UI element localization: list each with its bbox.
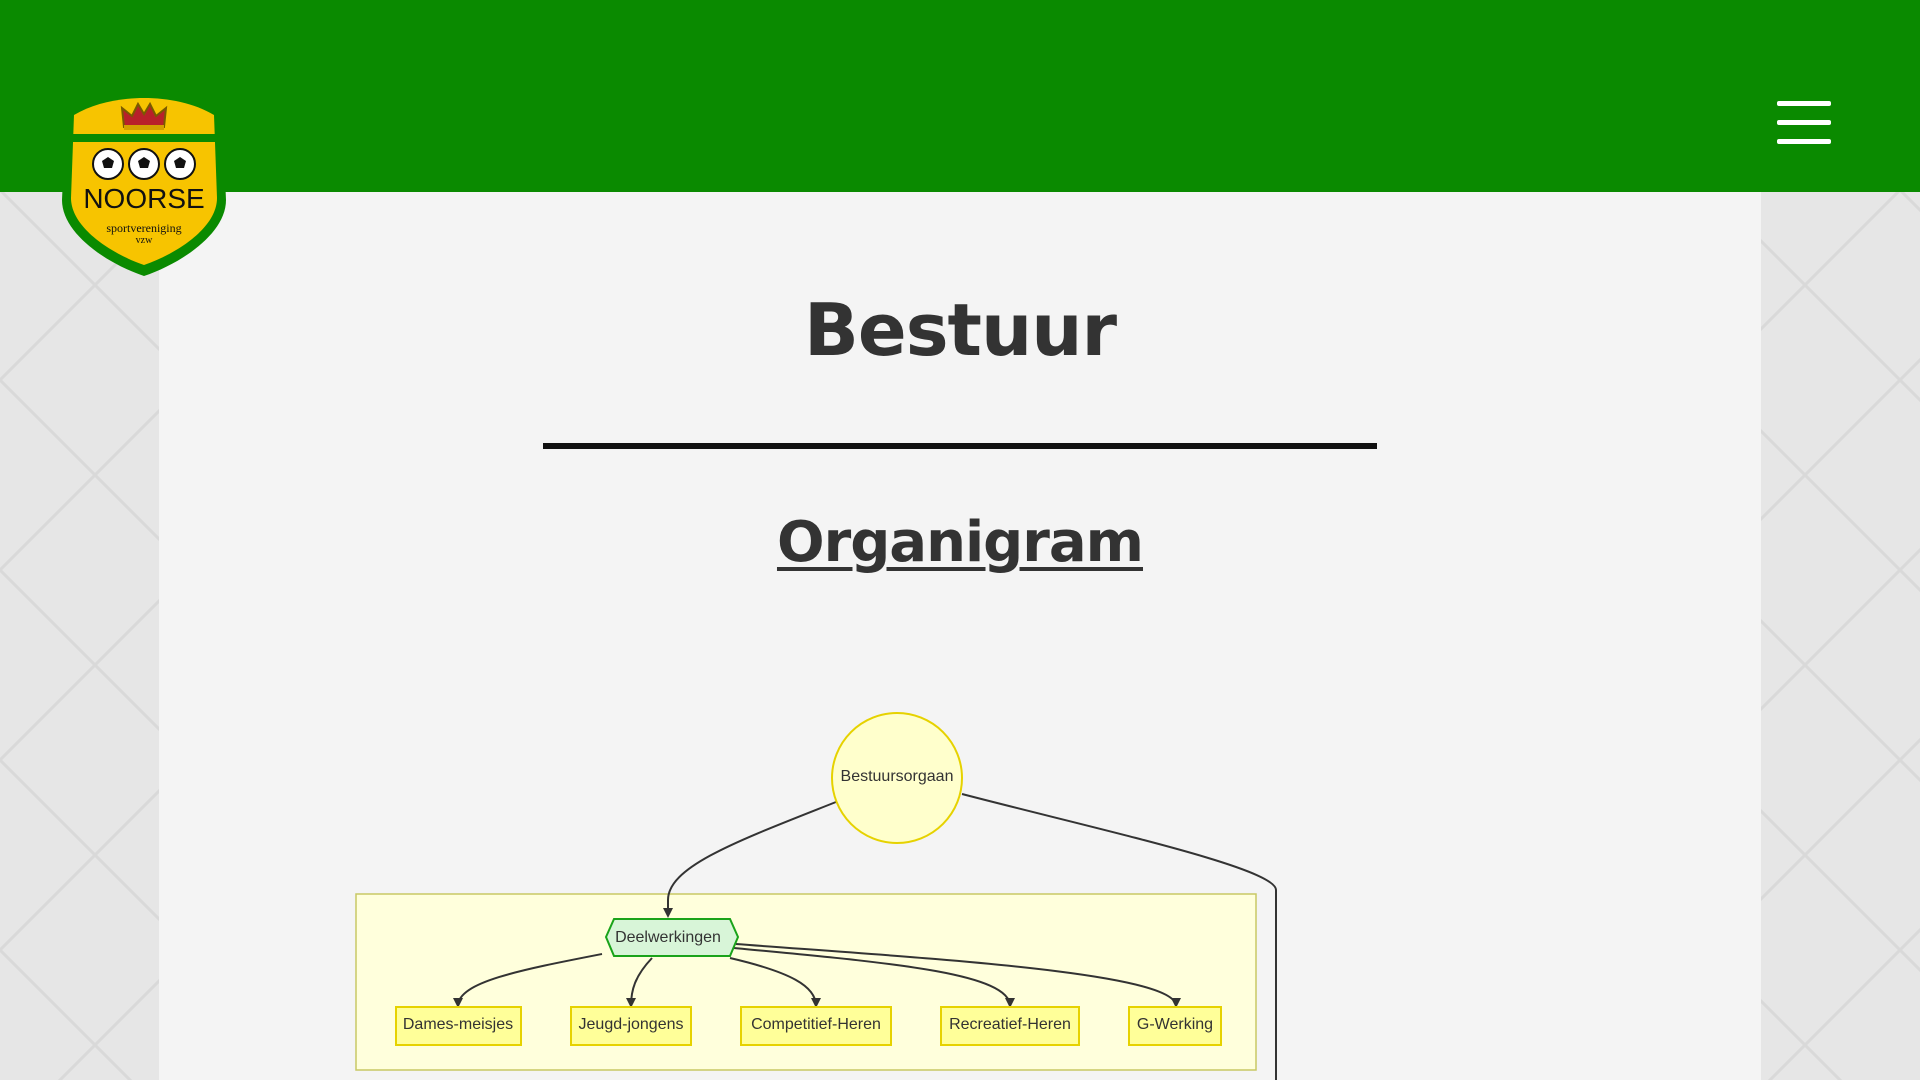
club-logo[interactable]: NOORSE sportvereniging vzw (58, 84, 230, 278)
node-bestuursorgaan-label: Bestuursorgaan (841, 768, 954, 785)
diagram-edges (453, 793, 1277, 1080)
logo-subtitle: sportvereniging (106, 221, 181, 235)
page-title: Bestuur (803, 288, 1117, 372)
section-title: Organigram (776, 510, 1144, 575)
logo-suffix: vzw (136, 235, 153, 246)
node-competitief-heren[interactable]: Competitief-Heren (740, 1006, 892, 1046)
edge-root-to-external (961, 793, 1277, 1080)
node-jeugd-jongens-label: Jeugd-jongens (579, 1016, 684, 1033)
node-dames-meisjes[interactable]: Dames-meisjes (395, 1006, 522, 1046)
edge-to-g-werking (735, 943, 1181, 1008)
node-recreatief-heren-label: Recreatief-Heren (949, 1016, 1071, 1033)
edge-to-jeugd-jongens (626, 957, 653, 1008)
logo-text: NOORSE (83, 183, 204, 214)
crown-icon (120, 101, 168, 130)
edge-to-dames-meisjes (453, 953, 603, 1008)
node-recreatief-heren[interactable]: Recreatief-Heren (940, 1006, 1080, 1046)
node-dames-meisjes-label: Dames-meisjes (403, 1016, 513, 1033)
edge-to-recreatief-heren (733, 947, 1015, 1008)
node-deelwerkingen-label: Deelwerkingen (615, 929, 721, 946)
top-header-bar (0, 0, 1920, 192)
node-deelwerkingen[interactable]: Deelwerkingen (604, 918, 740, 957)
hamburger-menu-icon[interactable] (1772, 98, 1832, 148)
edge-to-competitief-heren (729, 957, 821, 1008)
node-bestuursorgaan[interactable]: Bestuursorgaan (831, 712, 963, 844)
node-jeugd-jongens[interactable]: Jeugd-jongens (570, 1006, 692, 1046)
node-g-werking-label: G-Werking (1137, 1016, 1213, 1033)
edge-root-to-deelwerkingen (663, 801, 837, 918)
title-divider (543, 443, 1377, 449)
soccer-balls-icon (92, 148, 196, 180)
node-g-werking[interactable]: G-Werking (1128, 1006, 1222, 1046)
node-competitief-heren-label: Competitief-Heren (751, 1016, 881, 1033)
